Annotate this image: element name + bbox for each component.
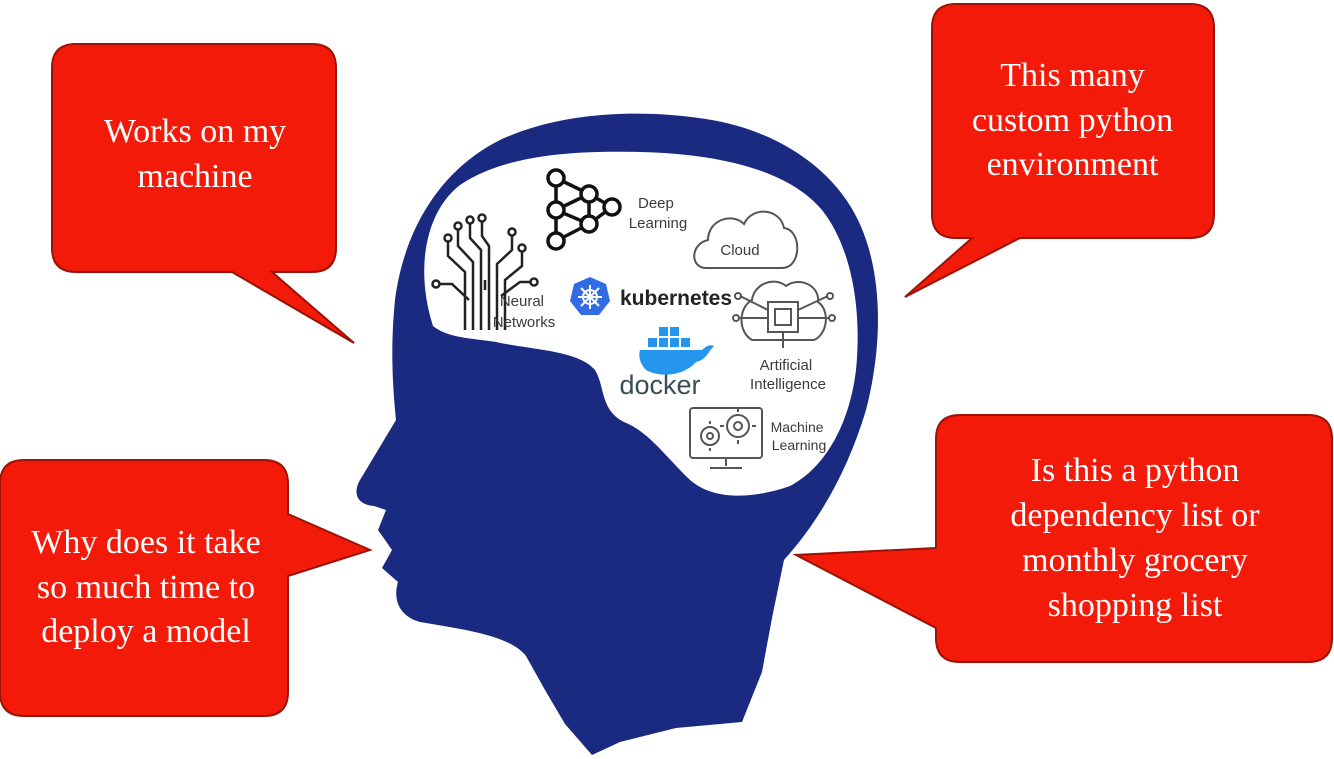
machine-learning-gears-icon (689, 407, 763, 469)
docker-label: docker (619, 370, 700, 400)
bubble-bottom-right-shape (792, 414, 1333, 663)
machine-learning-label-1: Machine (771, 419, 824, 435)
kubernetes-helm-icon (570, 277, 610, 315)
bubble-bottom-right-text: Is this a python dependency list or mont… (1010, 452, 1260, 624)
deep-learning-label-2: Learning (629, 215, 687, 232)
bubble-bottom-left-text: Why does it take so much time to deploy … (31, 523, 261, 651)
machine-learning-label-2: Learning (772, 437, 827, 453)
cloud-label: Cloud (720, 242, 759, 259)
neural-networks-label-1: Neural (500, 293, 544, 310)
bubble-top-right-text: This many custom python environment (971, 56, 1174, 184)
neural-networks-label-2: Networks (493, 314, 556, 331)
svg-text:Artificial Intelligence: Artificial Intelligence (750, 357, 826, 393)
ai-chip-icon (732, 280, 836, 348)
docker-whale-icon (639, 327, 714, 375)
svg-text:Deep Learning: Deep Learning (629, 195, 687, 232)
artificial-intelligence-label-1: Artificial (760, 357, 813, 374)
bubble-top-left-shape (51, 43, 355, 344)
neural-network-graph-icon (546, 168, 622, 251)
circuit-tree-icon (431, 213, 539, 330)
deep-learning-label-1: Deep (638, 195, 674, 212)
cloud-icon (693, 210, 799, 269)
bubble-bottom-left-shape (0, 459, 373, 717)
bubble-top-left-text: Works on my machine (103, 113, 287, 195)
artificial-intelligence-label-2: Intelligence (750, 376, 826, 393)
kubernetes-label: kubernetes (620, 287, 732, 310)
svg-text:Machine Learning: Machine Learning (771, 419, 828, 453)
svg-text:Neural Networks: Neural Networks (493, 293, 556, 331)
bubble-top-right-shape (904, 3, 1215, 298)
